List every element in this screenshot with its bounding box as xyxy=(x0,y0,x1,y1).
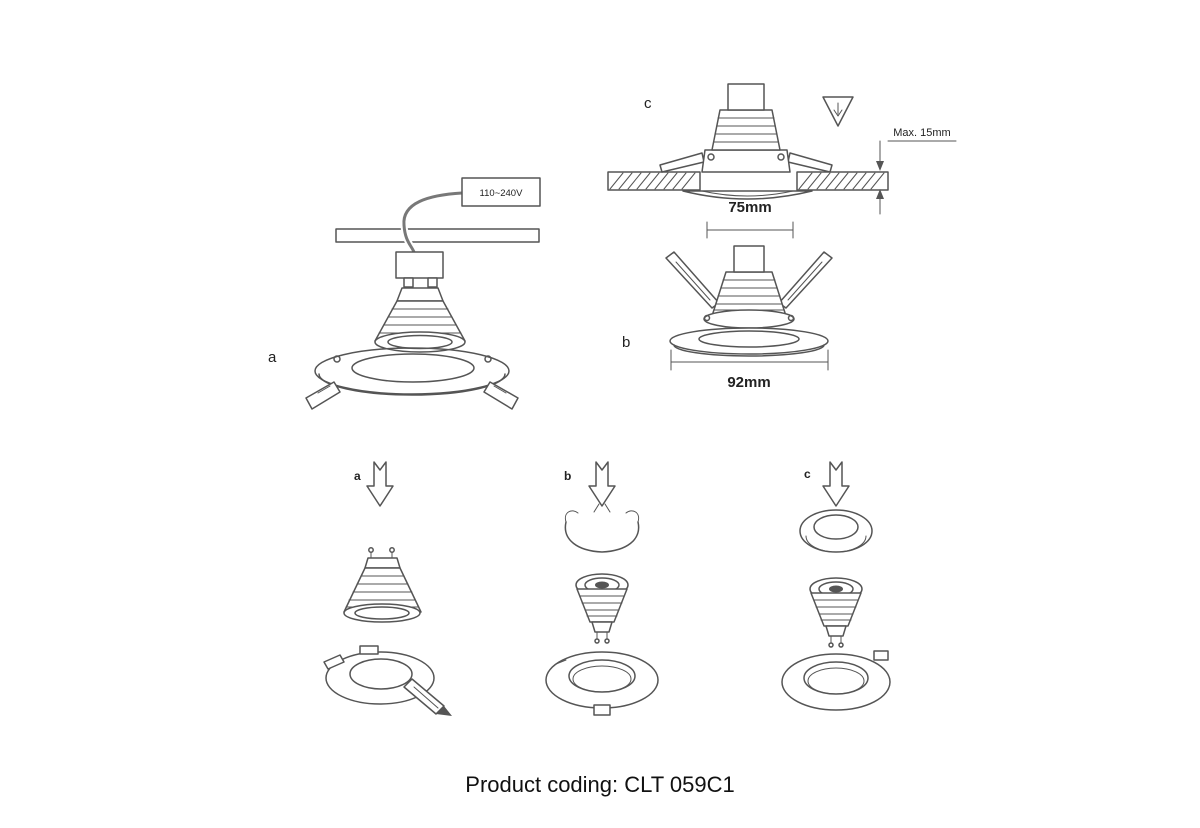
lamp-pins xyxy=(830,635,842,644)
spring-clip-left xyxy=(665,251,720,309)
screw xyxy=(707,153,715,161)
down-arrow-icon xyxy=(822,461,850,507)
recessed-fixture xyxy=(703,245,795,329)
cutout-dimension: 75mm xyxy=(706,199,794,239)
down-arrow-icon xyxy=(588,461,616,507)
step-b-label: b xyxy=(564,469,571,483)
step-a-label: a xyxy=(354,469,361,483)
spring-clip-right xyxy=(778,251,833,309)
lamp-pins xyxy=(596,631,608,640)
gu10-lamp xyxy=(809,577,863,648)
max-depth-label: Max. 15mm xyxy=(893,127,950,139)
gu10-lamp xyxy=(374,287,466,353)
connector-block xyxy=(395,251,444,288)
hatching xyxy=(609,172,696,190)
max-depth-annotation: Max. 15mm xyxy=(876,127,957,215)
outer-diameter-label: 92mm xyxy=(727,374,770,391)
spring-clip-left xyxy=(305,381,341,410)
diagram-a-fixture-with-driver: a 110~240V xyxy=(268,177,541,410)
diagram-c-ceiling-cross-section: c xyxy=(607,83,957,239)
trim-ring xyxy=(314,347,510,396)
hatching xyxy=(798,172,885,190)
screw xyxy=(333,355,341,363)
down-arrow-icon xyxy=(366,461,394,507)
driver-box: 110~240V xyxy=(461,177,541,207)
retaining-clip xyxy=(359,645,379,655)
outer-diameter-dimension: 92mm xyxy=(670,349,829,391)
assembly-step-a: a xyxy=(323,461,452,716)
diagram-b-fixture-diameter: b 92mm xyxy=(622,245,833,391)
dimension-arrow-down-icon xyxy=(876,161,884,171)
screw xyxy=(703,314,711,322)
spring-clip-left xyxy=(659,152,705,173)
assembly-step-b: b xyxy=(545,461,659,716)
heat-sink-fins xyxy=(813,599,859,621)
diagram-a-label: a xyxy=(268,349,277,366)
fixing-tool xyxy=(403,678,452,716)
gu10-lamp xyxy=(575,573,629,644)
heat-sink-fins xyxy=(378,308,462,334)
mounting-ring xyxy=(545,651,659,716)
dimension-arrow-up-icon xyxy=(876,189,884,199)
lamp-lens xyxy=(829,585,843,593)
cutout-diameter-label: 75mm xyxy=(728,199,771,216)
screw xyxy=(787,314,795,322)
heat-sink-fins xyxy=(345,575,419,608)
diagram-b-label: b xyxy=(622,334,630,351)
screw xyxy=(777,153,785,161)
trim-ring xyxy=(669,327,829,357)
ceiling-section-right xyxy=(796,171,889,191)
heat-sink-fins xyxy=(713,117,779,143)
spring-retaining-clip xyxy=(564,503,640,553)
mounting-ring xyxy=(781,650,891,711)
side-tab xyxy=(873,650,889,661)
spring-clip-right xyxy=(787,152,833,173)
trim-flange xyxy=(682,190,813,200)
step-c-label: c xyxy=(804,467,811,481)
side-tab xyxy=(323,654,345,670)
mounting-ring xyxy=(323,645,435,705)
lamp-lens xyxy=(595,581,609,589)
spring-clip-right xyxy=(483,381,519,410)
diagram-c-label: c xyxy=(644,95,652,112)
lamp-pins xyxy=(370,551,393,559)
recessed-fixture xyxy=(701,83,791,173)
gu10-lamp xyxy=(343,547,422,623)
screw xyxy=(484,355,492,363)
power-cable xyxy=(400,189,463,254)
heat-sink-fins xyxy=(713,279,785,311)
assembly-step-c: c xyxy=(781,461,891,711)
tool-tip xyxy=(436,706,452,716)
trim-ring-piece xyxy=(799,509,873,553)
bottom-tab xyxy=(593,704,611,716)
heat-sink-fins xyxy=(579,595,625,617)
product-coding-caption: Product coding: CLT 059C1 xyxy=(465,772,734,797)
voltage-label: 110~240V xyxy=(480,188,524,199)
insert-direction-icon xyxy=(822,96,854,127)
mounting-bar xyxy=(335,228,540,243)
ceiling-section-left xyxy=(607,171,701,191)
